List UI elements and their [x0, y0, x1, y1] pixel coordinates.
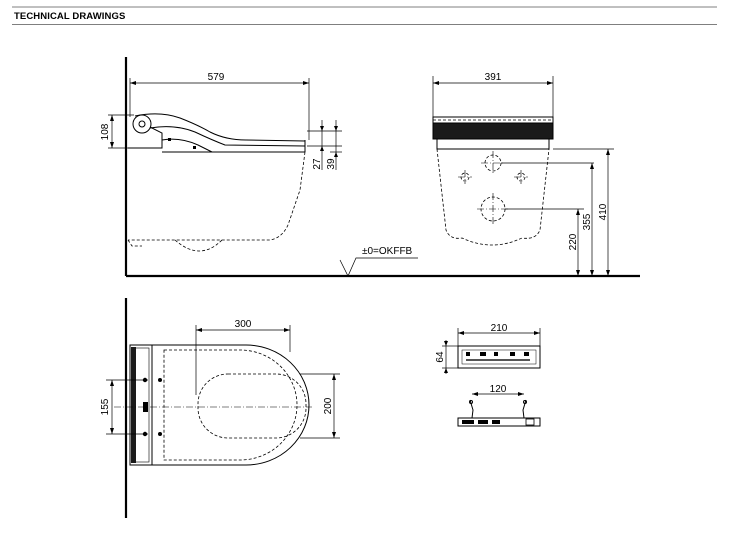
dim-579: 579: [208, 72, 225, 83]
mount-block: [128, 126, 163, 149]
remote-body: [457, 345, 541, 369]
dim-64: 64: [435, 351, 446, 363]
remote-button-5: [524, 352, 529, 356]
floor-reference-label: ±0=OKFFB: [362, 246, 413, 257]
dim-410: 410: [598, 203, 609, 220]
top-wall-plate: [129, 344, 153, 466]
top-bowl-hidden: [163, 349, 298, 461]
dim-220: 220: [568, 233, 579, 250]
side-view: 579 108 27 39 ±0=OKFFB: [100, 57, 640, 278]
remote-button-3: [494, 352, 498, 356]
hinge-circle: [132, 114, 152, 134]
dim-27-39-arrows: [320, 126, 338, 157]
remote-button-1: [466, 352, 470, 356]
drain-outlet: [477, 193, 509, 225]
remote-label-strip: [466, 359, 530, 361]
dim-27: 27: [312, 158, 323, 170]
bracket-pin-right: [523, 400, 527, 404]
dim-120: 120: [490, 384, 507, 395]
dim-391: 391: [485, 72, 502, 83]
remote-button-4: [510, 352, 515, 356]
front-lid: [432, 122, 554, 140]
dim-155: 155: [100, 398, 111, 415]
bracket-detail-1: [462, 420, 474, 424]
bracket-detail-4: [525, 418, 535, 426]
dim-155-arrows: [110, 380, 114, 434]
remote-bracket: 120: [457, 384, 541, 427]
dim-300: 300: [235, 319, 252, 330]
top-lid-outline: [152, 344, 310, 466]
front-view: 391 410 355 220: [432, 72, 640, 277]
dim-108: 108: [100, 123, 111, 140]
lid-lower: [149, 126, 306, 147]
fixing-hole-bottom-2: [158, 432, 162, 436]
dim-120-arrows: [472, 392, 524, 396]
side-detail: [168, 138, 171, 141]
top-wall-plate-edge: [131, 347, 136, 463]
bracket-pin-left: [469, 400, 473, 404]
bowl-hidden: [128, 151, 306, 241]
drain-arc: [174, 239, 223, 252]
bracket-detail-2: [478, 420, 488, 424]
bracket-detail-3: [492, 420, 500, 424]
fixing-hole-top-2: [158, 378, 162, 382]
center-bracket: [143, 402, 148, 412]
bracket-base: [457, 417, 541, 427]
top-seat-opening: [197, 373, 307, 439]
dim-210: 210: [491, 323, 508, 334]
remote-button-2: [480, 352, 486, 356]
section-title: TECHNICAL DRAWINGS: [14, 11, 126, 22]
remote-front: 210 64: [435, 323, 541, 374]
dim-39: 39: [326, 158, 337, 170]
fixing-right: [514, 170, 528, 184]
dim-355: 355: [582, 213, 593, 230]
side-detail-2: [193, 146, 196, 149]
top-view: 300 200 155: [100, 298, 340, 518]
hinge-center: [138, 120, 146, 128]
seat-edge: [161, 138, 213, 153]
front-seat: [436, 138, 550, 150]
remote-panel: [461, 349, 537, 365]
front-bowl: [436, 148, 550, 246]
bowl-base: [127, 239, 142, 247]
lid-top: [134, 113, 306, 142]
floor-symbol: [339, 257, 418, 277]
dim-200: 200: [323, 397, 334, 414]
fixing-left: [458, 170, 472, 184]
